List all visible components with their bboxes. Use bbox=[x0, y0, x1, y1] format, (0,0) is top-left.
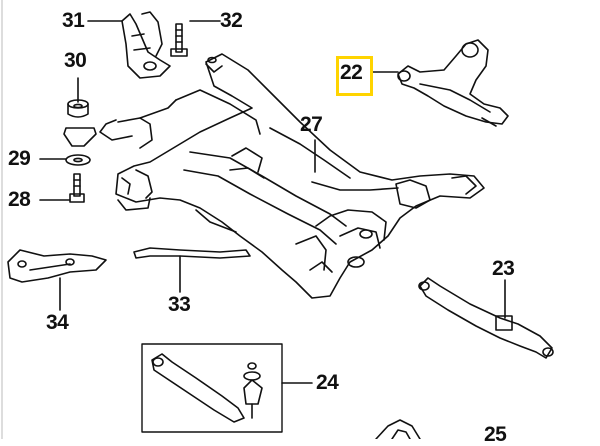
highlight-box-22 bbox=[336, 56, 373, 96]
callout-27: 27 bbox=[300, 113, 323, 136]
bolt-28 bbox=[69, 173, 85, 203]
link-23 bbox=[418, 277, 554, 359]
bracket-34 bbox=[7, 249, 107, 283]
callout-34: 34 bbox=[46, 311, 69, 334]
callout-24: 24 bbox=[316, 371, 339, 394]
callout-31: 31 bbox=[62, 9, 85, 32]
part-25 bbox=[375, 419, 421, 440]
callout-30: 30 bbox=[64, 49, 87, 72]
callout-23: 23 bbox=[492, 257, 515, 280]
bushing-30 bbox=[67, 99, 89, 118]
callout-22: 22 bbox=[340, 61, 363, 84]
callout-25: 25 bbox=[484, 423, 507, 446]
link-24 bbox=[141, 343, 283, 433]
callout-28: 28 bbox=[8, 188, 31, 211]
arm-22 bbox=[397, 39, 509, 127]
bracket-31 bbox=[121, 11, 171, 79]
bolt-32 bbox=[170, 23, 188, 57]
spacer-29 bbox=[63, 127, 97, 166]
callout-32: 32 bbox=[220, 9, 243, 32]
callout-33: 33 bbox=[168, 293, 191, 316]
leader-lines bbox=[39, 20, 506, 384]
subframe-27 bbox=[99, 53, 485, 299]
rod-33 bbox=[133, 247, 251, 259]
callout-29: 29 bbox=[8, 147, 31, 170]
